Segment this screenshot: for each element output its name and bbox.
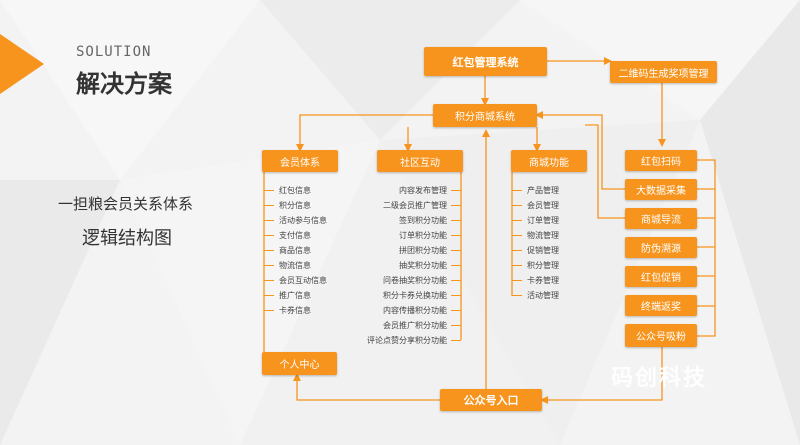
hongbao-system-box[interactable]: 红包管理系统: [424, 47, 547, 76]
list-item: 订单积分功能: [367, 228, 461, 243]
list-item: 评论点赞分享积分功能: [367, 333, 461, 348]
list-item: 会员管理: [512, 198, 559, 213]
right-item-bigdata[interactable]: 大数据采集: [625, 179, 697, 200]
list-item: 促销管理: [512, 243, 559, 258]
list-item: 内容传播积分功能: [367, 303, 461, 318]
personal-center-box[interactable]: 个人中心: [262, 352, 337, 375]
member-items-list: 红包信息 积分信息 活动参与信息 支付信息 商品信息 物流信息 会员互动信息 推…: [264, 183, 327, 318]
subtitle-system-name: 一担粮会员关系体系: [58, 195, 194, 213]
subtitle-diagram-name: 逻辑结构图: [82, 228, 172, 249]
list-item: 会员推广积分功能: [367, 318, 461, 333]
list-item: 支付信息: [264, 228, 327, 243]
right-item-official-fans[interactable]: 公众号吸粉: [625, 324, 697, 347]
right-item-mall-traffic[interactable]: 商城导流: [625, 208, 697, 229]
list-item: 拼团积分功能: [367, 243, 461, 258]
list-item: 活动参与信息: [264, 213, 327, 228]
list-item: 红包信息: [264, 183, 327, 198]
list-item: 二级会员推广管理: [367, 198, 461, 213]
list-item: 卡券信息: [264, 303, 327, 318]
mall-functions-box[interactable]: 商城功能: [511, 150, 587, 172]
list-item: 内容发布管理: [367, 183, 461, 198]
right-item-anticounterfeit[interactable]: 防伪溯源: [625, 237, 697, 258]
list-item: 会员互动信息: [264, 273, 327, 288]
solution-title-cn: 解决方案: [76, 70, 172, 98]
right-item-hongbao-scan[interactable]: 红包扫码: [625, 150, 697, 171]
community-box[interactable]: 社区互动: [377, 150, 463, 172]
solution-title-en: SOLUTION: [76, 44, 152, 60]
list-item: 订单管理: [512, 213, 559, 228]
list-item: 问卷抽奖积分功能: [367, 273, 461, 288]
points-mall-system-box[interactable]: 积分商城系统: [433, 104, 537, 127]
list-item: 卡券管理: [512, 273, 559, 288]
mall-items-list: 产品管理 会员管理 订单管理 物流管理 促销管理 积分管理 卡券管理 活动管理: [512, 183, 559, 303]
list-item: 活动管理: [512, 288, 559, 303]
list-item: 签到积分功能: [367, 213, 461, 228]
list-item: 积分管理: [512, 258, 559, 273]
list-item: 积分卡券兑换功能: [367, 288, 461, 303]
list-item: 推广信息: [264, 288, 327, 303]
right-item-hongbao-promo[interactable]: 红包促销: [625, 266, 697, 287]
right-item-terminal-reward[interactable]: 终端返奖: [625, 295, 697, 316]
list-item: 抽奖积分功能: [367, 258, 461, 273]
list-item: 积分信息: [264, 198, 327, 213]
list-item: 物流管理: [512, 228, 559, 243]
list-item: 商品信息: [264, 243, 327, 258]
watermark-text: 码创科技: [611, 366, 708, 391]
list-item: 物流信息: [264, 258, 327, 273]
member-system-box[interactable]: 会员体系: [262, 150, 338, 172]
community-items-list: 内容发布管理 二级会员推广管理 签到积分功能 订单积分功能 拼团积分功能 抽奖积…: [367, 183, 461, 348]
official-account-entry-box[interactable]: 公众号入口: [440, 389, 542, 411]
list-item: 产品管理: [512, 183, 559, 198]
qrcode-management-box[interactable]: 二维码生成奖项管理: [610, 61, 717, 83]
orange-triangle-marker: [0, 34, 44, 94]
